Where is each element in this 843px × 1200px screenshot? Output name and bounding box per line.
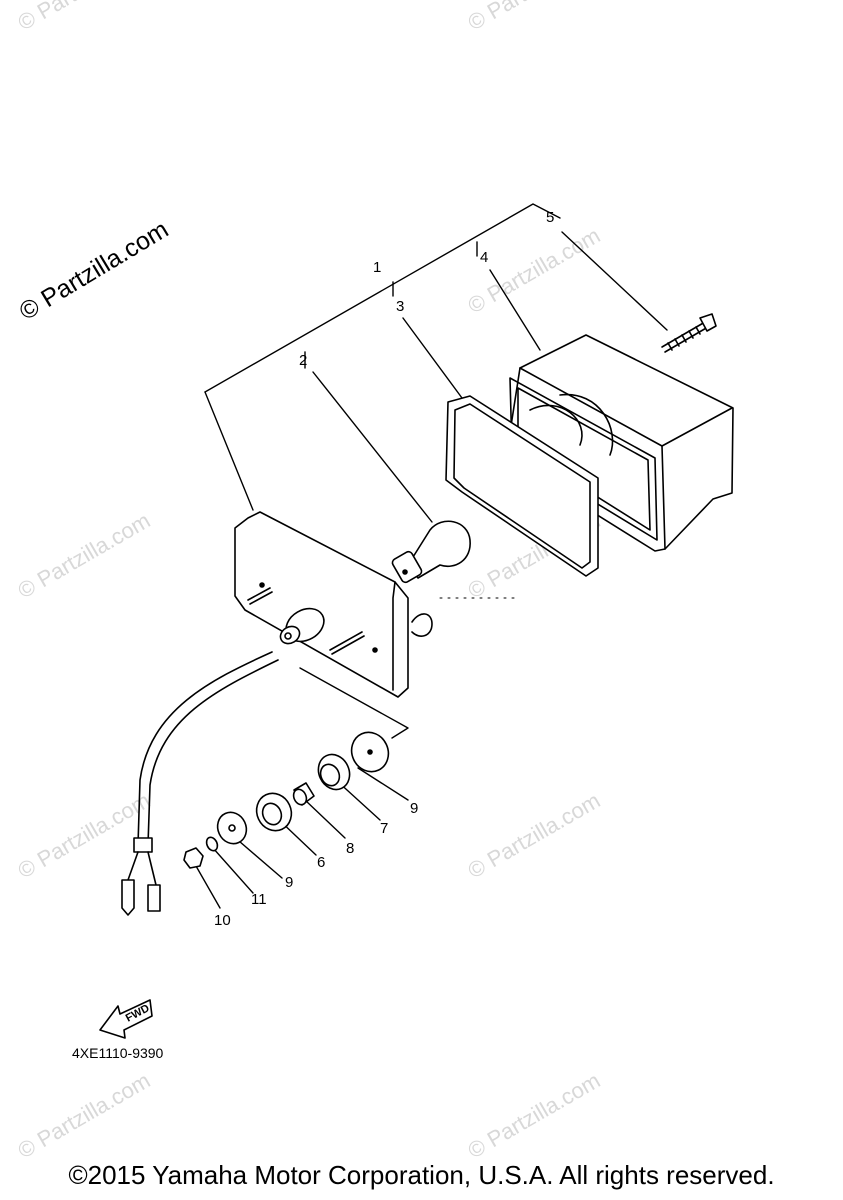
- copyright-notice: ©2015 Yamaha Motor Corporation, U.S.A. A…: [68, 1160, 775, 1190]
- callout-10: 10: [214, 912, 231, 929]
- callout-11: 11: [251, 891, 267, 908]
- callout-1: 1: [373, 259, 381, 276]
- callout-9b: 9: [285, 874, 293, 891]
- callout-4: 4: [480, 249, 488, 266]
- callout-8: 8: [346, 840, 354, 857]
- callout-6: 6: [317, 854, 325, 871]
- bulb-part-2: [391, 520, 471, 584]
- fwd-arrow-icon: FWD: [99, 999, 153, 1039]
- callout-7: 7: [380, 820, 388, 837]
- gasket-part-3: [445, 395, 599, 577]
- diagram-part-number: 4XE1110-9390: [72, 1045, 164, 1061]
- hardware-stack: [183, 731, 390, 869]
- bolt-part-5: [661, 313, 717, 353]
- callout-3: 3: [396, 298, 404, 315]
- callout-9a: 9: [410, 800, 418, 817]
- callout-5: 5: [546, 209, 554, 226]
- lens-part-4: [505, 334, 734, 552]
- callout-2: 2: [299, 352, 307, 369]
- wire-harness: [121, 651, 279, 916]
- base-plate-part-1: [234, 511, 433, 698]
